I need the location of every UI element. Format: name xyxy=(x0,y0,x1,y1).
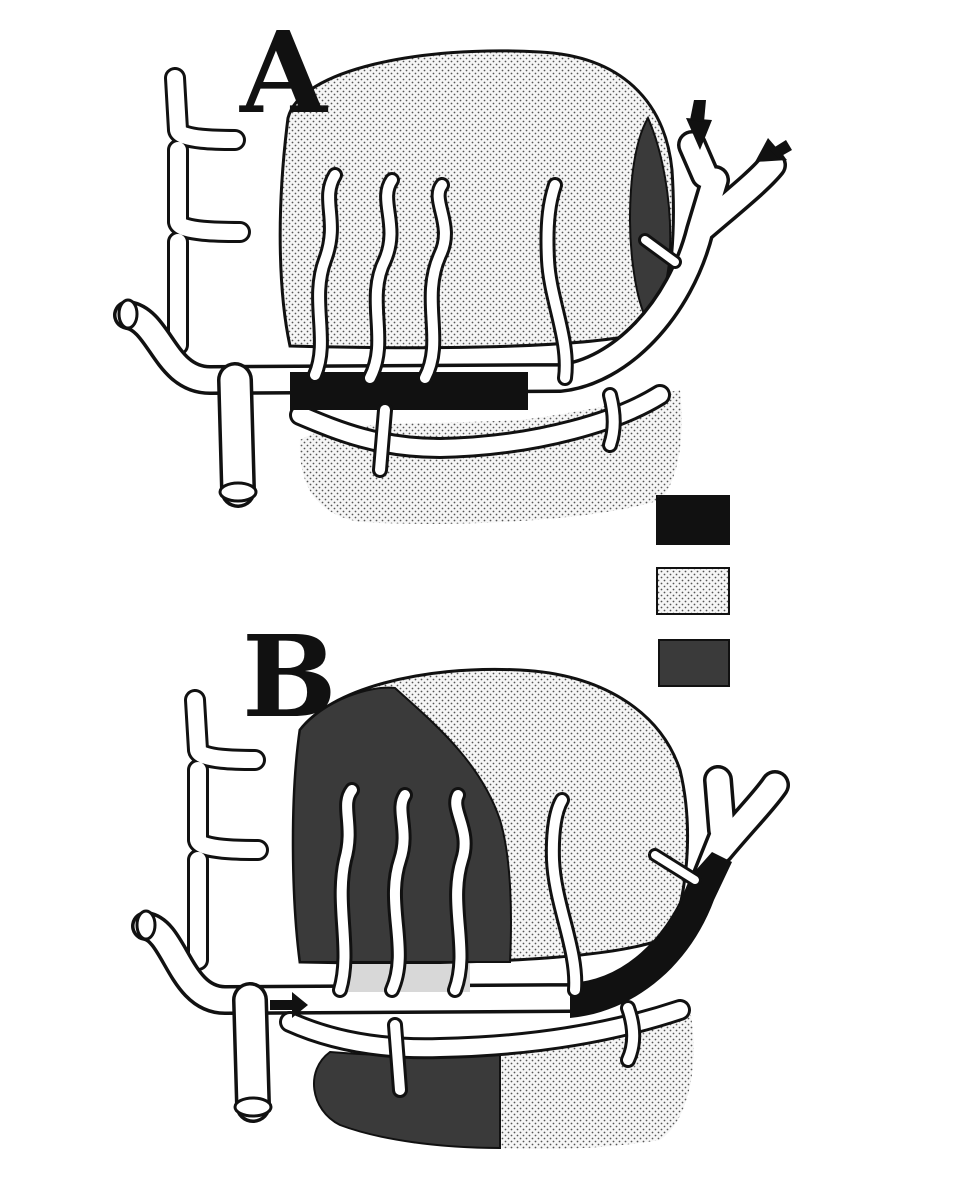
organ-upper-a xyxy=(280,51,673,348)
panel-label-a: A xyxy=(239,8,329,139)
panel-a: A xyxy=(119,8,792,524)
dark-lower-b xyxy=(314,1048,500,1148)
legend-swatch-black xyxy=(657,496,729,544)
black-segment-a xyxy=(290,372,528,410)
panel-label-b: B xyxy=(242,612,337,743)
arrow-icon xyxy=(755,138,792,162)
legend-swatch-dark-gray xyxy=(659,640,729,686)
legend xyxy=(657,496,729,686)
panel-b: B xyxy=(137,612,775,1149)
legend-swatch-stipple xyxy=(657,568,729,614)
